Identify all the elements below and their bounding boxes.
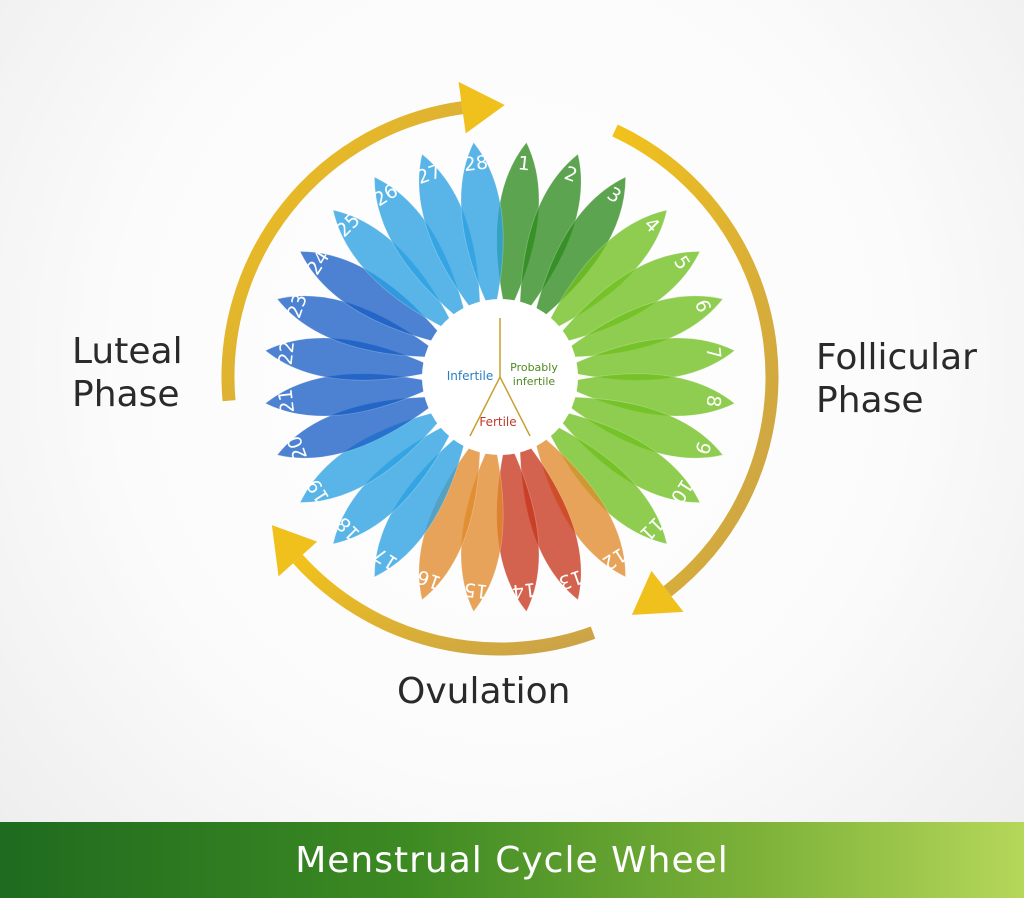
day-petal-5: 5 [549, 251, 701, 346]
ovulation-arrow [271, 525, 596, 656]
arrow-arc [612, 124, 779, 597]
infertile-label: Infertile [447, 369, 493, 383]
arrow-arc [221, 101, 464, 402]
day-petal-28: 28 [460, 141, 504, 319]
center-divider [469, 318, 531, 437]
day-petal-12: 12 [531, 426, 630, 578]
day-petal-15: 15 [460, 435, 504, 613]
ovulation-label: Ovulation [397, 671, 571, 712]
probably-infertile-label-line1: Probably [510, 361, 558, 374]
day-number-14: 14 [511, 578, 537, 603]
footer-banner: Menstrual Cycle Wheel [0, 822, 1024, 898]
fertile-label: Fertile [479, 415, 516, 429]
arrow-head [631, 570, 684, 615]
day-number-8: 8 [702, 394, 725, 408]
follicular-arrow [612, 124, 779, 615]
arrow-arc [293, 554, 596, 656]
day-petal-23: 23 [276, 291, 445, 358]
day-petal-7: 7 [558, 337, 736, 381]
phase-arrows [221, 81, 779, 656]
day-number-22: 22 [275, 340, 300, 366]
day-petal-3: 3 [531, 176, 626, 328]
day-petal-2: 2 [519, 153, 582, 322]
follicular-phase-label: Follicular Phase [816, 337, 977, 421]
day-number-1: 1 [517, 152, 531, 175]
luteal-phase-label: Luteal Phase [72, 331, 183, 415]
probably-infertile-label-line2: infertile [513, 375, 556, 388]
day-number-7: 7 [702, 346, 725, 360]
day-number-21: 21 [275, 388, 300, 414]
luteal-arrow [221, 81, 505, 402]
arrow-head [458, 81, 505, 134]
day-petal-8: 8 [558, 373, 736, 417]
day-petal-21: 21 [264, 373, 442, 417]
day-number-28: 28 [463, 152, 489, 177]
day-petal-16: 16 [414, 432, 481, 601]
arrow-head [271, 525, 318, 577]
petal-shape [460, 141, 504, 319]
page-title: Menstrual Cycle Wheel [295, 839, 729, 881]
day-number-15: 15 [463, 578, 489, 603]
